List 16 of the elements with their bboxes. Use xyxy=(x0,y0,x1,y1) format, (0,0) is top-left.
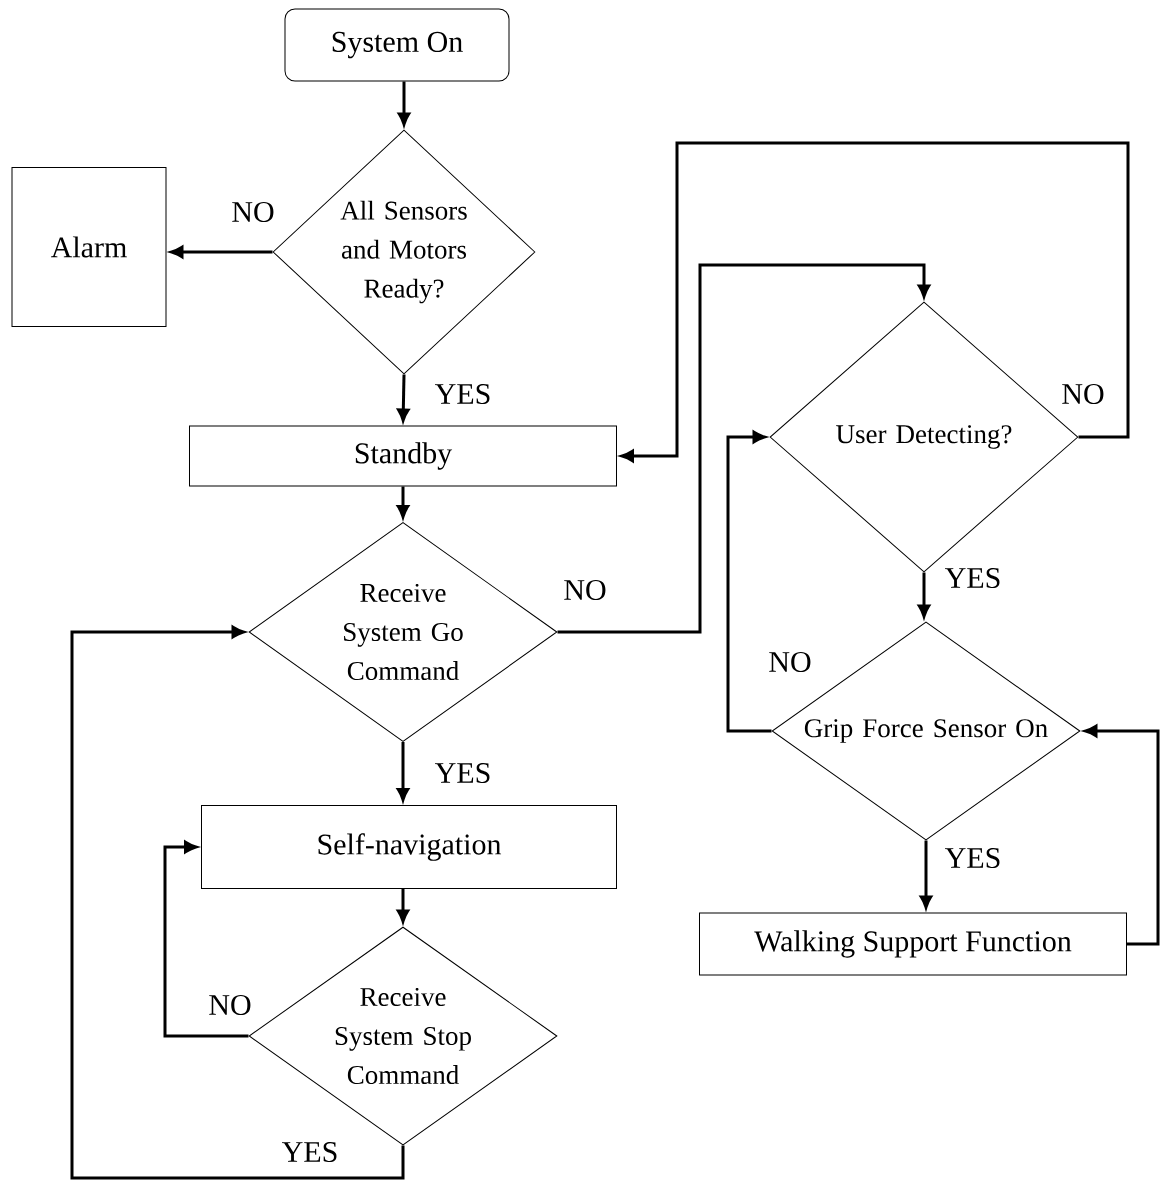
process-box: Standby xyxy=(189,425,617,487)
arrow xyxy=(396,486,410,519)
arrow xyxy=(70,625,405,1180)
edge-label: NO xyxy=(562,578,608,602)
arrow xyxy=(396,742,410,802)
arrow xyxy=(163,840,249,1038)
start-box: System On xyxy=(284,8,510,82)
edge-label: YES xyxy=(433,382,493,406)
edge-label: YES xyxy=(433,761,493,785)
process-box: Walking Support Function xyxy=(699,912,1127,976)
arrow xyxy=(557,263,931,634)
arrow xyxy=(620,141,1130,463)
process-box: Alarm xyxy=(11,167,167,327)
edge-label: YES xyxy=(943,846,1003,870)
process-box: Self-navigation xyxy=(201,805,617,889)
arrow xyxy=(726,430,772,733)
